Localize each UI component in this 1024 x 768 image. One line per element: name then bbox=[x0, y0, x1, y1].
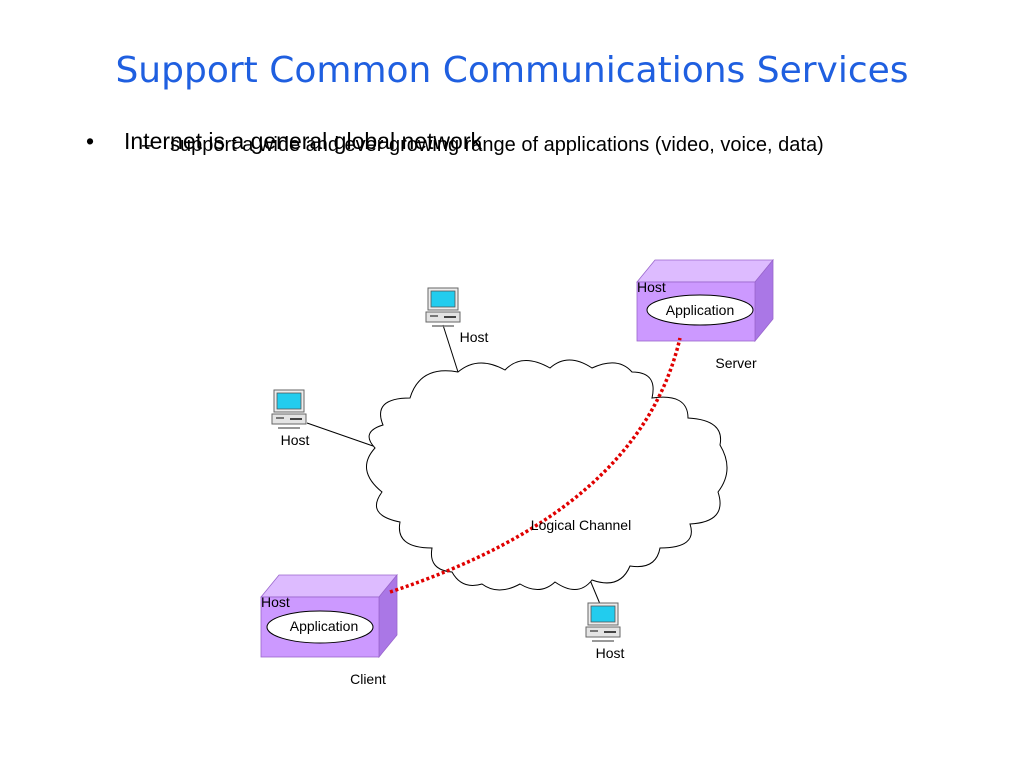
bullet-text: Internet is a general global network bbox=[124, 128, 482, 154]
internet-cloud bbox=[366, 359, 728, 591]
link-line-top-host bbox=[442, 324, 459, 373]
left-host: Host bbox=[271, 389, 310, 448]
server-label: Server bbox=[715, 355, 757, 371]
bullet-marker: • bbox=[86, 128, 95, 154]
client-application-label: Application bbox=[290, 618, 359, 634]
client-application-oval bbox=[266, 610, 374, 644]
logical-channel-line bbox=[389, 337, 682, 594]
server-host-label: Host bbox=[637, 279, 666, 295]
slide-title: Support Common Communications Services bbox=[115, 50, 909, 91]
computer-icon bbox=[271, 389, 307, 429]
link-line-bottom-host bbox=[589, 579, 601, 605]
client-label: Client bbox=[350, 671, 386, 687]
left-host-label: Host bbox=[281, 432, 310, 448]
computer-icon bbox=[425, 287, 461, 327]
sub-bullet-marker: – bbox=[142, 134, 154, 156]
sub-bullet-text: support a wide and ever growing range of… bbox=[170, 134, 824, 156]
client-host-label: Host bbox=[261, 594, 290, 610]
link-line-left-host bbox=[306, 422, 374, 447]
server-box: Host Application bbox=[636, 258, 774, 343]
client-box: Host Application bbox=[260, 573, 398, 659]
computer-icon bbox=[585, 602, 621, 642]
top-host: Host bbox=[425, 287, 489, 345]
bottom-host-label: Host bbox=[596, 645, 625, 661]
logical-channel-label: Logical Channel bbox=[531, 517, 631, 533]
server-application-oval bbox=[646, 294, 754, 326]
top-host-label: Host bbox=[460, 329, 489, 345]
bottom-host: Host bbox=[585, 602, 625, 661]
server-application-label: Application bbox=[666, 302, 735, 318]
